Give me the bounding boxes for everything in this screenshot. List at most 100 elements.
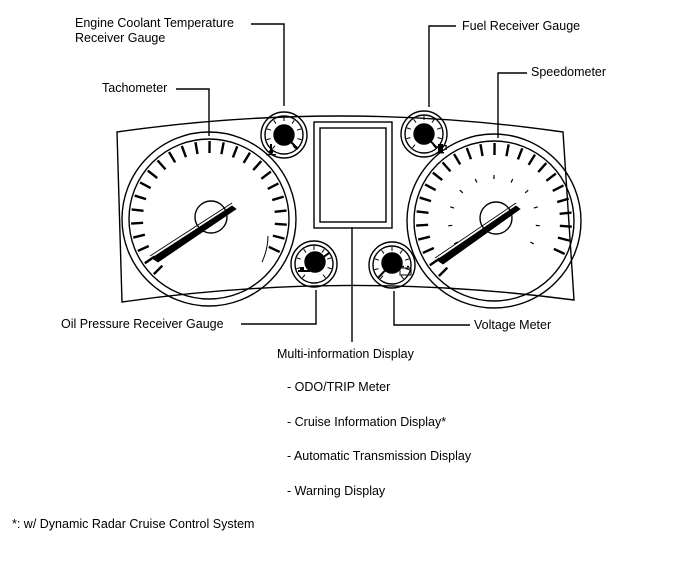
oil-tick — [296, 267, 301, 270]
speedo-inner-tick — [510, 178, 514, 183]
fuel-tick — [431, 118, 435, 123]
tach-tick — [252, 160, 263, 171]
volt-tick — [405, 268, 410, 271]
tach-leader — [176, 88, 210, 136]
oil-can-icon — [298, 266, 314, 272]
tach-tick — [156, 159, 167, 171]
coolant-label-line1: Engine Coolant Temperature — [75, 16, 234, 30]
tachometer-label: Tachometer — [102, 81, 168, 95]
coolant-label-line2: Receiver Gauge — [75, 31, 166, 45]
multi-info-item: - ODO/TRIP Meter — [287, 380, 391, 394]
tach-tick — [147, 169, 158, 180]
speedo-inner-tick — [530, 241, 535, 245]
fuel-gauge — [400, 110, 448, 158]
voltage-meter-label: Voltage Meter — [474, 318, 552, 332]
speedo-tick — [556, 197, 570, 204]
multi-info-item: - Warning Display — [287, 484, 386, 498]
speedo-tick — [422, 246, 435, 255]
fuel-tick — [412, 144, 416, 149]
fuel-gauge-label: Fuel Receiver Gauge — [462, 19, 581, 33]
coolant-tick — [297, 138, 302, 141]
speedo-tick — [452, 153, 462, 165]
fuel-pump-icon — [437, 144, 447, 154]
tach-tick — [180, 145, 188, 158]
volt-tick — [380, 275, 384, 280]
speedo-tick — [505, 144, 510, 157]
coolant-tick — [272, 145, 276, 150]
tach-tick — [137, 244, 150, 253]
speedo-tick — [441, 161, 452, 173]
tach-tick — [152, 264, 164, 276]
coolant-gauge — [260, 111, 308, 159]
speedo-tick — [552, 184, 564, 193]
oil-tick — [322, 274, 326, 279]
speedo-tick — [557, 236, 570, 242]
speedo-inner-tick — [453, 241, 458, 245]
oil-leader — [241, 290, 317, 325]
tach-tick — [134, 194, 147, 201]
tach-tick — [260, 170, 272, 180]
coolant-tick — [266, 138, 271, 141]
volt-tick — [374, 258, 380, 261]
speedo-inner-tick — [474, 178, 478, 183]
fuel-tick — [437, 137, 442, 140]
speedo-tick — [545, 172, 557, 182]
speedo-tick — [559, 224, 572, 228]
speedo-tick — [432, 171, 443, 182]
coolant-leader — [251, 23, 285, 106]
volt-tick — [404, 258, 410, 261]
fuel-tick — [436, 127, 442, 130]
speedo-tick — [424, 183, 437, 192]
speedo-tick — [416, 210, 429, 215]
fuel-leader — [428, 25, 456, 107]
coolant-tick — [292, 145, 296, 150]
battery-icon — [399, 265, 412, 276]
tach-tick — [274, 209, 287, 214]
multi-info-label: Multi-information Display — [277, 347, 414, 361]
coolant-tick — [266, 128, 272, 131]
speedo-tick — [465, 147, 473, 160]
speedo-tick — [537, 162, 548, 173]
speedo-tick — [553, 247, 566, 256]
tach-tick — [272, 234, 285, 240]
tach-tick — [132, 233, 146, 239]
tachometer-dial — [121, 131, 297, 307]
oil-gauge — [290, 240, 338, 288]
volt-leader — [393, 291, 470, 326]
speedo-tick — [419, 196, 432, 203]
speedo-tick — [479, 143, 484, 157]
tach-tick — [194, 141, 199, 155]
volt-tick — [374, 268, 379, 271]
speedo-tick — [516, 147, 524, 160]
volt-tick — [399, 249, 403, 254]
coolant-gauge-label: Engine Coolant Temperature Receiver Gaug… — [75, 16, 234, 46]
cluster-housing — [116, 115, 575, 303]
thermometer-icon — [266, 144, 276, 156]
speedo-tick — [416, 223, 429, 227]
volt-tick — [381, 249, 385, 254]
speedo-tick — [437, 266, 449, 278]
tach-tick — [231, 145, 239, 158]
oil-gauge-label: Oil Pressure Receiver Gauge — [61, 317, 224, 331]
coolant-tick — [291, 119, 295, 124]
speedo-inner-tick — [533, 206, 538, 209]
voltage-gauge — [368, 241, 416, 289]
fuel-tick — [413, 118, 417, 123]
multi-info-item: - Cruise Information Display* — [287, 415, 447, 429]
tach-tick — [131, 208, 144, 213]
speedo-leader — [497, 72, 527, 138]
tach-tick — [220, 142, 225, 155]
fuel-tick — [406, 137, 411, 140]
speedo-tick — [417, 235, 431, 241]
oil-tick — [303, 248, 307, 253]
tach-tick — [242, 151, 251, 164]
speedometer-dial — [406, 133, 582, 309]
speedo-inner-tick — [524, 189, 529, 194]
tach-tick — [268, 245, 281, 254]
tach-tick — [139, 181, 152, 190]
coolant-tick — [273, 119, 277, 124]
tach-tick — [271, 195, 285, 202]
tach-tick — [131, 221, 144, 225]
oil-tick — [296, 257, 302, 260]
